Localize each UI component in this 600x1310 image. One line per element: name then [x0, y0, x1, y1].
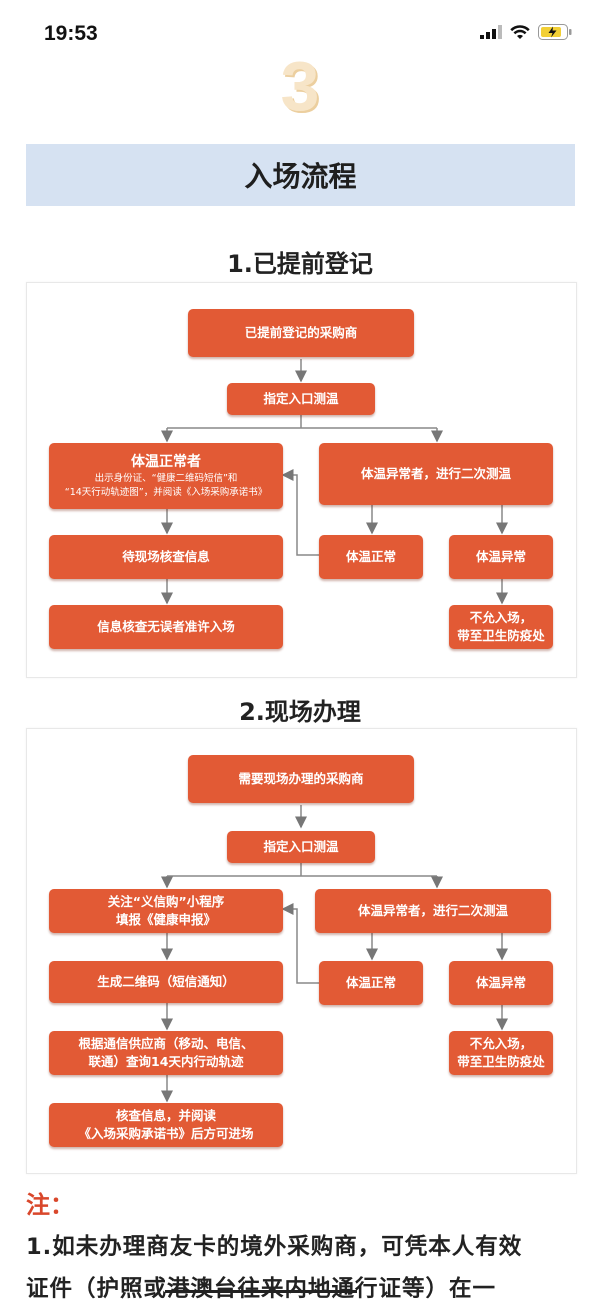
normal-temp-title: 体温正常者: [131, 453, 201, 470]
note-title: 注：: [26, 1191, 74, 1219]
carrier-line2: 联通）查询14天内行动轨迹: [88, 1054, 244, 1069]
clock: 19:53: [44, 22, 98, 45]
follow-miniprogram-node: 关注“义信购”小程序 填报《健康申报》: [49, 889, 283, 933]
temp-check-node-2: 指定入口测温: [227, 831, 375, 863]
retest-normal-node: 体温正常: [319, 535, 423, 579]
deny-entry-line2: 带至卫生防疫处: [457, 628, 545, 643]
carrier-line1: 根据通信供应商（移动、电信、: [78, 1035, 254, 1051]
retest-abnormal-2-label: 体温异常: [475, 974, 526, 990]
verify-line2: 《入场采购承诺书》后方可进场: [78, 1126, 254, 1141]
qrcode-label: 生成二维码（短信通知）: [97, 973, 235, 989]
signal-icon: [480, 25, 502, 39]
normal-temp-node: 体温正常者 出示身份证、“健康二维码短信”和 “14天行动轨迹图”，并阅读《入场…: [49, 443, 283, 509]
qrcode-node: 生成二维码（短信通知）: [49, 961, 283, 1003]
allow-entry-label: 信息核查无误者准许入场: [97, 618, 235, 634]
retest-normal-node-2: 体温正常: [319, 961, 423, 1005]
battery-icon: [538, 24, 572, 40]
abnormal-temp-2-label: 体温异常者，进行二次测温: [357, 902, 508, 918]
note-line2: 证件（护照或港澳台往来内地通行证等）在一: [26, 1268, 582, 1310]
temp-check-node: 指定入口测温: [227, 383, 375, 415]
note-line2-end: 行证等）在一: [355, 1276, 497, 1302]
note-line2-start: 证件（护照或: [26, 1276, 168, 1302]
deny-entry-2-line1: 不允入场，: [469, 1035, 533, 1051]
start-node-2-label: 需要现场办理的采购商: [238, 770, 364, 786]
retest-abnormal-label: 体温异常: [475, 548, 526, 564]
deny-entry-line1: 不允入场，: [469, 609, 533, 625]
start-node-2: 需要现场办理的采购商: [188, 755, 414, 803]
temp-check-label: 指定入口测温: [263, 390, 339, 406]
section1-title: 1.已提前登记: [227, 250, 373, 278]
retest-abnormal-node-2: 体温异常: [449, 961, 553, 1005]
allow-entry-node: 信息核查无误者准许入场: [49, 605, 283, 649]
retest-normal-label: 体温正常: [345, 548, 396, 564]
carrier-query-node: 根据通信供应商（移动、电信、 联通）查询14天内行动轨迹: [49, 1031, 283, 1075]
wifi-icon: [510, 24, 530, 39]
status-icons: [480, 24, 572, 40]
abnormal-temp-label: 体温异常者，进行二次测温: [360, 465, 511, 481]
abnormal-temp-node: 体温异常者，进行二次测温: [319, 443, 553, 505]
wait-verify-label: 待现场核查信息: [122, 548, 210, 564]
wait-verify-node: 待现场核查信息: [49, 535, 283, 579]
note-text: 1.如未办理商友卡的境外采购商，可凭本人有效 证件（护照或港澳台往来内地通行证等…: [26, 1226, 582, 1310]
flowchart-2-connectors: [161, 805, 508, 1103]
retest-abnormal-node: 体温异常: [449, 535, 553, 579]
banner-title: 入场流程: [26, 144, 575, 206]
flowchart-1: 已提前登记的采购商 指定入口测温 体温正常者 出示身份证、“健康二维码短信”和 …: [26, 282, 577, 678]
step-number: 3: [280, 47, 320, 125]
verify-line1: 核查信息，并阅读: [115, 1107, 216, 1123]
follow-line1: 关注“义信购”小程序: [107, 893, 225, 909]
note-line2-struck: 港澳台往来内地通: [167, 1276, 356, 1302]
status-bar: 19:53: [0, 0, 600, 70]
temp-check-2-label: 指定入口测温: [263, 838, 339, 854]
abnormal-temp-node-2: 体温异常者，进行二次测温: [315, 889, 551, 933]
note-line1: 1.如未办理商友卡的境外采购商，可凭本人有效: [26, 1234, 523, 1260]
normal-temp-line2: “14天行动轨迹图”，并阅读《入场采购承诺书》: [64, 487, 268, 499]
flowchart-1-connectors: [161, 359, 508, 605]
normal-temp-line1: 出示身份证、“健康二维码短信”和: [94, 472, 238, 484]
section2-title: 2.现场办理: [239, 698, 361, 726]
deny-entry-node-2: 不允入场， 带至卫生防疫处: [449, 1031, 553, 1075]
start-node-label: 已提前登记的采购商: [244, 324, 358, 340]
deny-entry-node: 不允入场， 带至卫生防疫处: [449, 605, 553, 649]
start-node: 已提前登记的采购商: [188, 309, 414, 357]
retest-normal-2-label: 体温正常: [345, 974, 396, 990]
flowchart-2: 需要现场办理的采购商 指定入口测温 关注“义信购”小程序 填报《健康申报》 体温…: [26, 728, 577, 1174]
follow-line2: 填报《健康申报》: [115, 912, 216, 927]
deny-entry-2-line2: 带至卫生防疫处: [457, 1054, 545, 1069]
verify-node: 核查信息，并阅读 《入场采购承诺书》后方可进场: [49, 1103, 283, 1147]
